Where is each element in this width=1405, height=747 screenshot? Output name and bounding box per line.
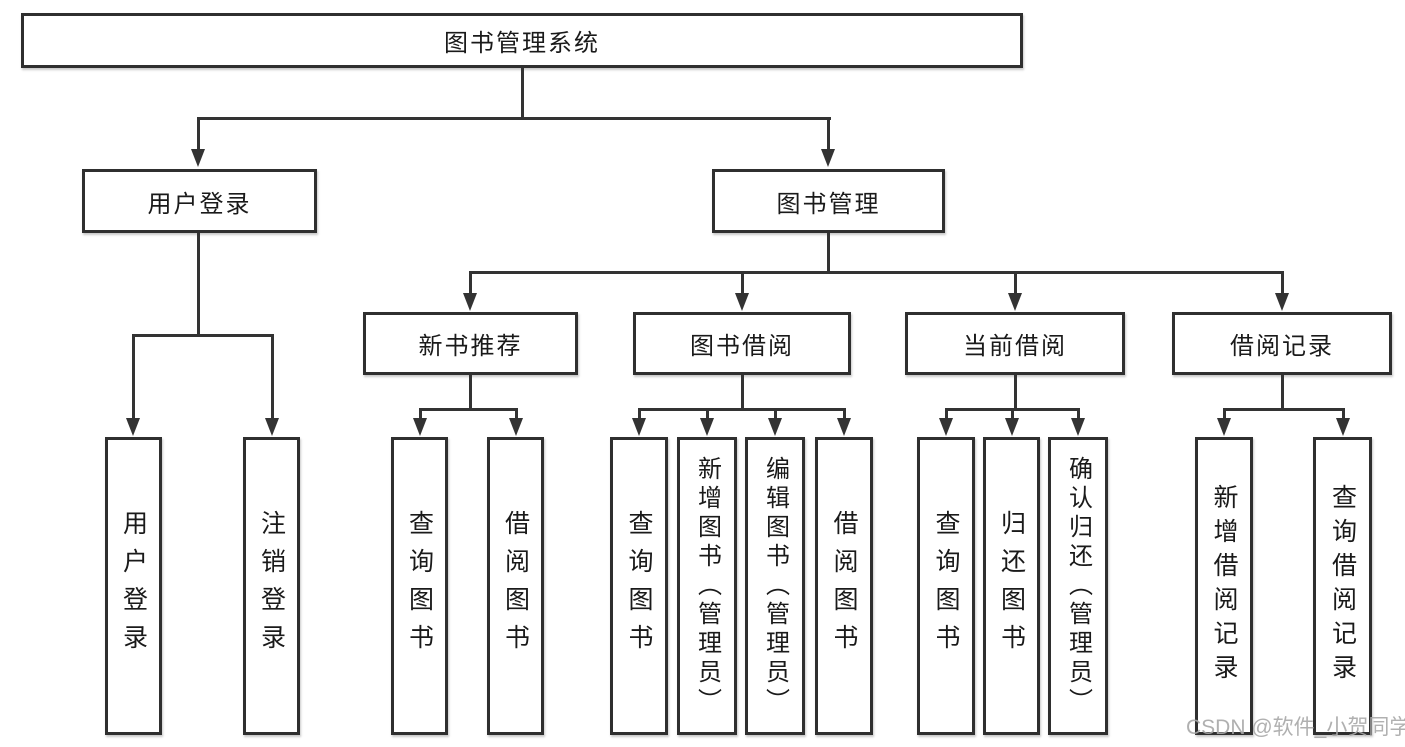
connector-line [843,408,846,418]
connector-line [827,233,830,273]
connector-line [469,271,1284,274]
connector-line [197,117,831,120]
leaf-newbooks-query-label: 查询图书 [405,510,434,662]
node-book-mgmt-label: 图书管理 [776,190,881,218]
node-book-mgmt: 图书管理 [712,169,945,233]
leaf-current-confirm-admin: 确认归还（管理员） [1048,437,1108,735]
connector-line [132,334,135,418]
connector-line [197,233,200,336]
connector-line [469,375,472,410]
leaf-current-return: 归还图书 [983,437,1040,735]
connector-line [419,408,518,411]
node-user-login-label: 用户登录 [147,190,252,218]
leaf-records-query-label: 查询借阅记录 [1328,484,1357,688]
arrow-down-icon [1275,293,1289,311]
connector-line [469,271,472,295]
leaf-borrow-add-admin-label: 新增图书（管理员） [693,455,721,717]
arrow-down-icon [265,418,279,436]
connector-line [638,408,641,418]
connector-line [132,334,274,337]
leaf-newbooks-borrow-label: 借阅图书 [501,510,530,662]
connector-line [945,408,948,418]
arrow-down-icon [735,293,749,311]
arrow-down-icon [939,418,953,436]
connector-line [1223,408,1226,418]
arrow-down-icon [821,149,835,167]
arrow-down-icon [700,418,714,436]
connector-line [638,408,846,411]
leaf-current-return-label: 归还图书 [997,510,1026,662]
leaf-borrow-query-label: 查询图书 [625,510,653,662]
arrow-down-icon [632,418,646,436]
node-current-borrow-label: 当前借阅 [963,333,1067,360]
leaf-borrow-add-admin: 新增图书（管理员） [677,437,737,735]
connector-line [706,408,709,418]
leaf-borrow-edit-admin-label: 编辑图书（管理员） [761,455,789,717]
watermark: CSDN @软件_小贺同学 [1186,716,1405,739]
node-user-login: 用户登录 [82,169,317,233]
connector-line [827,117,830,149]
node-new-books-label: 新书推荐 [418,333,523,360]
arrow-down-icon [837,418,851,436]
node-new-books: 新书推荐 [363,312,578,375]
arrow-down-icon [1217,418,1231,436]
connector-line [1281,271,1284,295]
leaf-newbooks-borrow: 借阅图书 [487,437,544,735]
arrow-down-icon [1005,418,1019,436]
leaf-logout-label: 注销登录 [257,510,286,662]
node-current-borrow: 当前借阅 [905,312,1125,375]
connector-line [515,408,518,418]
node-borrow-records-label: 借阅记录 [1230,333,1334,360]
connector-line [1342,408,1345,418]
connector-line [1014,375,1017,410]
node-root: 图书管理系统 [21,13,1023,68]
leaf-borrow-book: 借阅图书 [815,437,873,735]
leaf-user-login: 用户登录 [105,437,162,735]
connector-line [271,334,274,418]
connector-line [197,117,200,149]
leaf-borrow-query: 查询图书 [610,437,668,735]
arrow-down-icon [191,149,205,167]
arrow-down-icon [768,418,782,436]
node-borrow-records: 借阅记录 [1172,312,1392,375]
arrow-down-icon [413,418,427,436]
connector-line [419,408,422,418]
connector-line [741,271,744,295]
leaf-records-add-label: 新增借阅记录 [1210,484,1238,688]
node-book-borrow-label: 图书借阅 [690,333,794,360]
node-book-borrow: 图书借阅 [633,312,851,375]
connector-line [1223,408,1345,411]
connector-line [1077,408,1080,418]
arrow-down-icon [1008,293,1022,311]
connector-line [1281,375,1284,410]
node-root-label: 图书管理系统 [444,30,600,57]
leaf-user-login-label: 用户登录 [119,510,148,662]
arrow-down-icon [509,418,523,436]
leaf-records-add: 新增借阅记录 [1195,437,1253,735]
connector-line [774,408,777,418]
leaf-borrow-book-label: 借阅图书 [830,510,858,662]
leaf-logout: 注销登录 [243,437,300,735]
leaf-records-query: 查询借阅记录 [1313,437,1372,735]
leaf-newbooks-query: 查询图书 [391,437,448,735]
arrow-down-icon [1071,418,1085,436]
arrow-down-icon [126,418,140,436]
leaf-current-query-label: 查询图书 [932,510,960,662]
connector-line [521,68,524,118]
arrow-down-icon [1336,418,1350,436]
leaf-current-confirm-admin-label: 确认归还（管理员） [1064,455,1092,717]
connector-line [1014,271,1017,295]
leaf-current-query: 查询图书 [917,437,975,735]
arrow-down-icon [463,293,477,311]
connector-line [1011,408,1014,418]
leaf-borrow-edit-admin: 编辑图书（管理员） [745,437,805,735]
connector-line [741,375,744,410]
